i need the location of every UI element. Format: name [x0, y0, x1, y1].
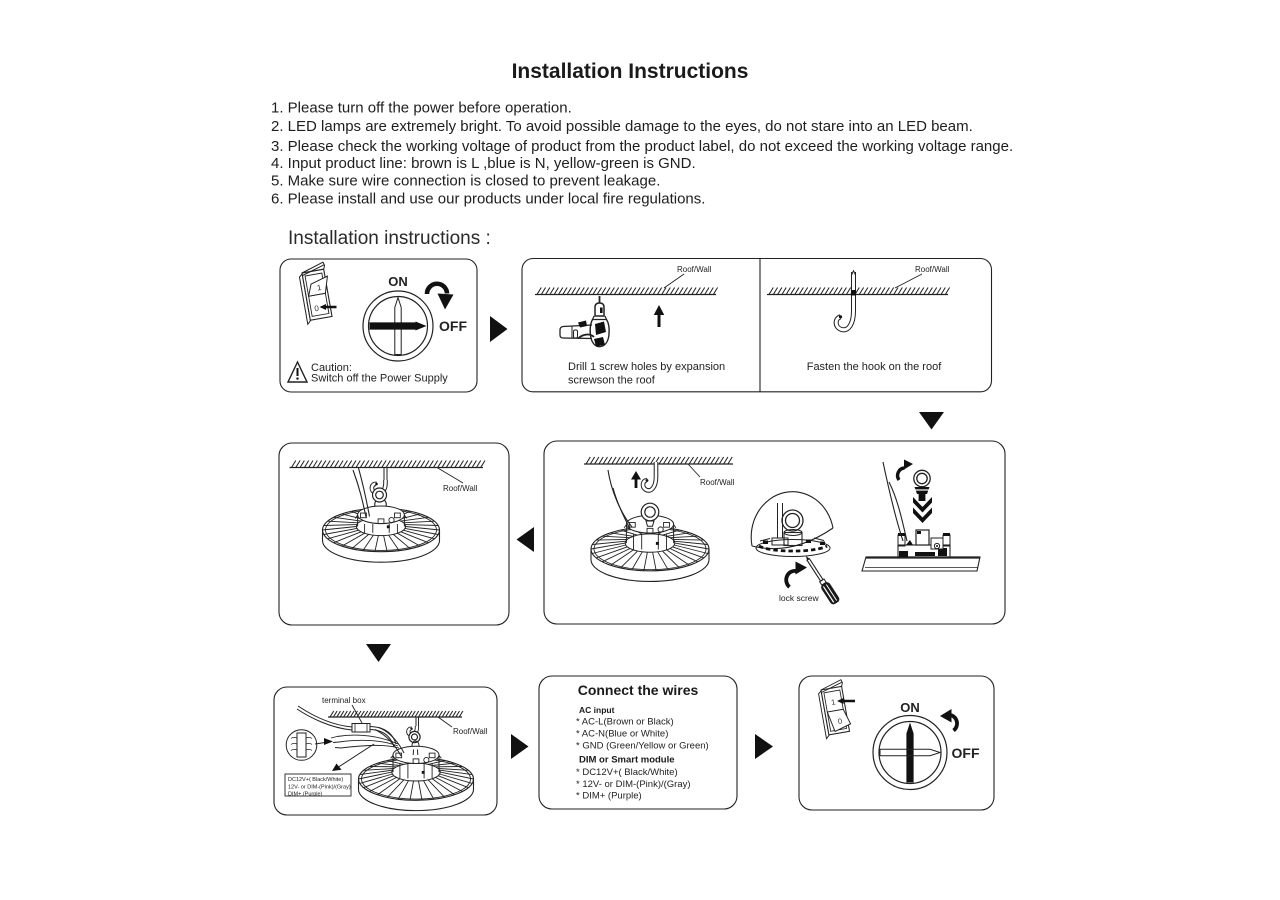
svg-text:terminal box: terminal box — [322, 696, 366, 705]
svg-text:OFF: OFF — [952, 745, 980, 761]
svg-text:1. Please turn off the power b: 1. Please turn off the power before oper… — [271, 99, 572, 116]
svg-text:0: 0 — [837, 716, 843, 726]
svg-text:* AC-N(Blue or White): * AC-N(Blue or White) — [576, 729, 668, 740]
svg-text:ON: ON — [388, 274, 408, 289]
svg-text:* DC12V+( Black/White): * DC12V+( Black/White) — [576, 767, 678, 778]
svg-text:* GND (Green/Yellow or Green): * GND (Green/Yellow or Green) — [576, 741, 709, 752]
svg-text:AC input: AC input — [579, 705, 615, 715]
svg-text:Installation instructions :: Installation instructions : — [288, 228, 491, 249]
svg-text:Drill 1 screw holes by expansi: Drill 1 screw holes by expansion — [568, 361, 725, 373]
svg-text:Caution:: Caution: — [311, 362, 352, 374]
svg-text:3. Please check the working vo: 3. Please check the working voltage of p… — [271, 138, 1013, 155]
svg-text:2. LED lamps are extremely bri: 2. LED lamps are extremely bright. To av… — [271, 118, 973, 135]
svg-text:12V- or DIM-(Pink)/(Gray): 12V- or DIM-(Pink)/(Gray) — [288, 785, 351, 791]
svg-text:* 12V- or DIM-(Pink)/(Gray): * 12V- or DIM-(Pink)/(Gray) — [576, 779, 691, 790]
svg-text:Connect the wires: Connect the wires — [578, 682, 699, 698]
svg-text:Roof/Wall: Roof/Wall — [700, 478, 735, 487]
svg-text:* DIM+ (Purple): * DIM+ (Purple) — [576, 791, 642, 802]
svg-text:1: 1 — [316, 283, 322, 293]
svg-text:5. Make sure wire connection i: 5. Make sure wire connection is closed t… — [271, 173, 660, 190]
svg-text:Roof/Wall: Roof/Wall — [915, 265, 950, 274]
svg-text:Roof/Wall: Roof/Wall — [453, 727, 488, 736]
svg-text:Installation Instructions: Installation Instructions — [512, 60, 749, 83]
svg-text:lock screw: lock screw — [779, 593, 820, 603]
svg-text:6. Please install and use our: 6. Please install and use our products u… — [271, 190, 705, 207]
svg-text:Roof/Wall: Roof/Wall — [443, 484, 478, 493]
svg-text:OFF: OFF — [439, 318, 467, 334]
svg-text:DC12V+( Black/White): DC12V+( Black/White) — [288, 777, 343, 783]
svg-text:* AC-L(Brown or Black): * AC-L(Brown or Black) — [576, 717, 674, 728]
svg-text:DIM or Smart module: DIM or Smart module — [579, 755, 675, 766]
svg-text:ON: ON — [900, 700, 920, 715]
svg-text:1: 1 — [830, 697, 836, 707]
svg-text:DIM+ (Purple): DIM+ (Purple) — [288, 792, 323, 798]
svg-text:screwson the roof: screwson the roof — [568, 375, 656, 387]
svg-text:4. Input product line: brown i: 4. Input product line: brown is L ,blue … — [271, 155, 696, 172]
svg-text:Switch off the Power Supply: Switch off the Power Supply — [311, 373, 448, 385]
svg-text:Fasten the hook on the roof: Fasten the hook on the roof — [807, 361, 942, 373]
svg-text:0: 0 — [314, 304, 320, 314]
svg-text:Roof/Wall: Roof/Wall — [677, 265, 712, 274]
